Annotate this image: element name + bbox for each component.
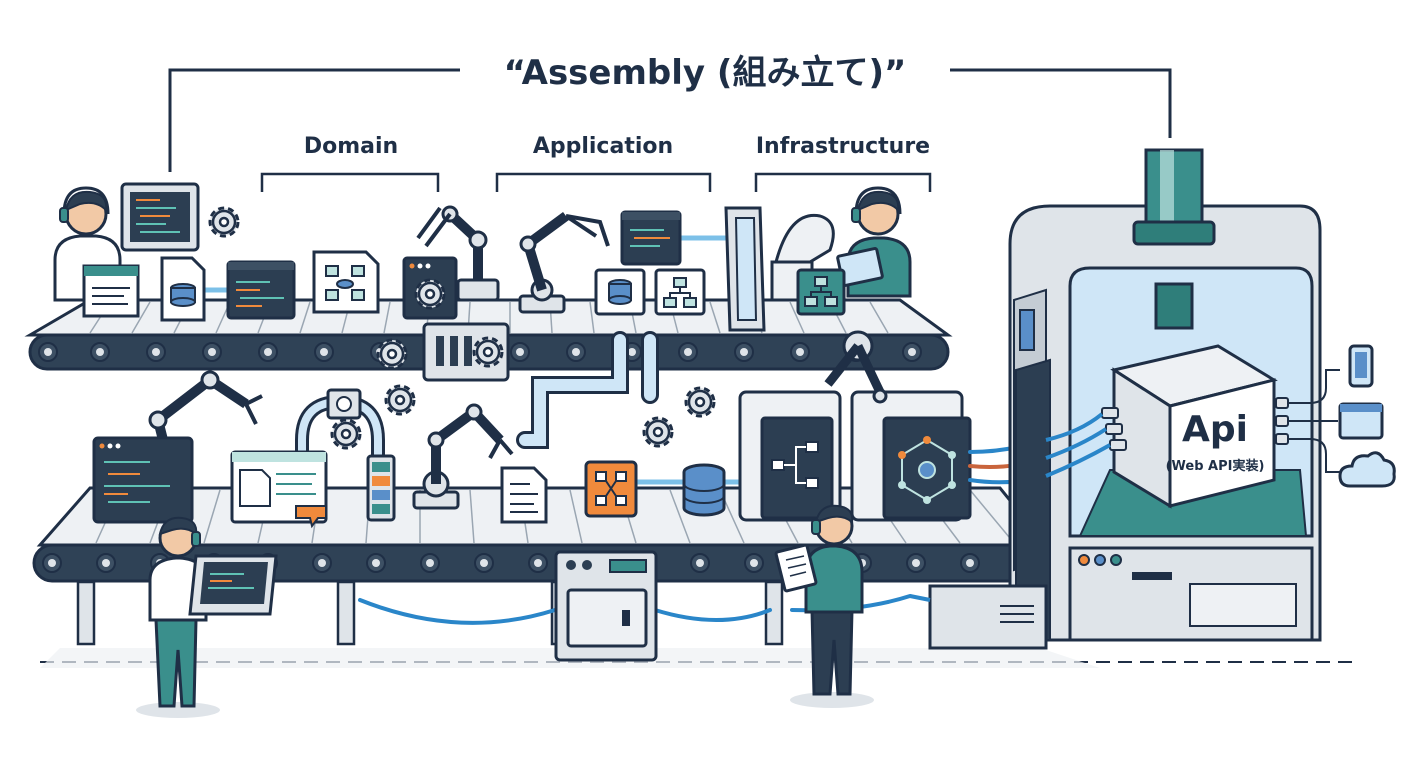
browser-icon	[1338, 402, 1384, 440]
api-assembly-machine	[909, 148, 1322, 650]
text-document	[500, 466, 548, 524]
code-screen-domain	[226, 260, 296, 320]
smartphone-icon	[1348, 344, 1374, 388]
robot-arm-application	[518, 211, 610, 314]
infrastructure-frame-bottom	[738, 390, 972, 522]
database-document	[160, 256, 206, 322]
assembly-bracket	[168, 68, 1172, 172]
form-document	[82, 264, 140, 318]
status-stack	[366, 454, 396, 522]
control-console	[554, 550, 658, 662]
cloud-icon	[1338, 451, 1396, 488]
infrastructure-frame	[724, 206, 766, 332]
database-stack	[682, 463, 726, 517]
gear-icon	[384, 384, 416, 416]
database-card-application	[594, 268, 646, 316]
robot-arm-domain	[416, 205, 500, 302]
camera-module	[326, 388, 362, 420]
worker-bottom-center	[774, 504, 874, 708]
robot-arm-bottom-center	[412, 403, 514, 510]
gear-icon	[376, 338, 408, 370]
code-screen-bottom	[92, 436, 194, 524]
hierarchy-card-application	[654, 268, 706, 316]
orange-hub	[584, 460, 638, 518]
diagram-document	[312, 250, 380, 314]
layer-brackets	[260, 172, 932, 192]
layer-label-application: Application	[532, 134, 674, 159]
layer-label-infrastructure: Infrastructure	[755, 134, 931, 159]
browser-window-bottom	[230, 450, 328, 529]
worker-infrastructure	[836, 186, 912, 298]
robot-arm-bottom-right	[824, 330, 888, 404]
output-branch-lines	[1288, 369, 1344, 473]
api-label: Api	[1182, 409, 1248, 450]
layer-label-domain: Domain	[303, 134, 399, 159]
gear-icon	[330, 418, 362, 450]
code-monitor-top	[120, 182, 200, 252]
code-screen-application	[620, 210, 682, 266]
gear-icon	[642, 416, 674, 448]
control-block	[422, 322, 510, 382]
gear-icon	[684, 386, 716, 418]
page-title: “Assembly (組み立て)”	[460, 48, 950, 98]
api-sublabel: (Web API実装)	[1165, 459, 1265, 474]
hierarchy-card-infrastructure	[796, 268, 846, 316]
gear-module	[402, 256, 458, 320]
gear-icon	[208, 206, 240, 238]
control-terminal	[188, 554, 278, 616]
